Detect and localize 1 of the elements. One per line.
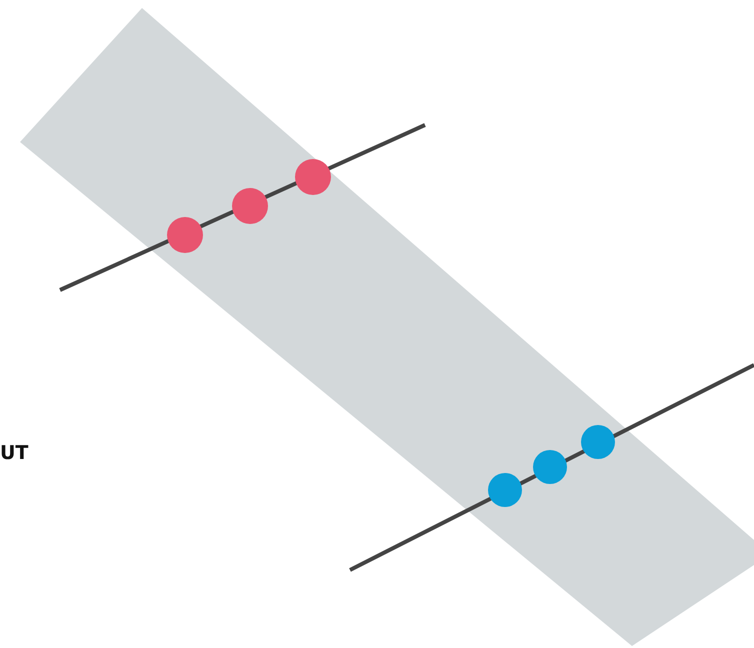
- text-fragment: UT: [0, 442, 28, 464]
